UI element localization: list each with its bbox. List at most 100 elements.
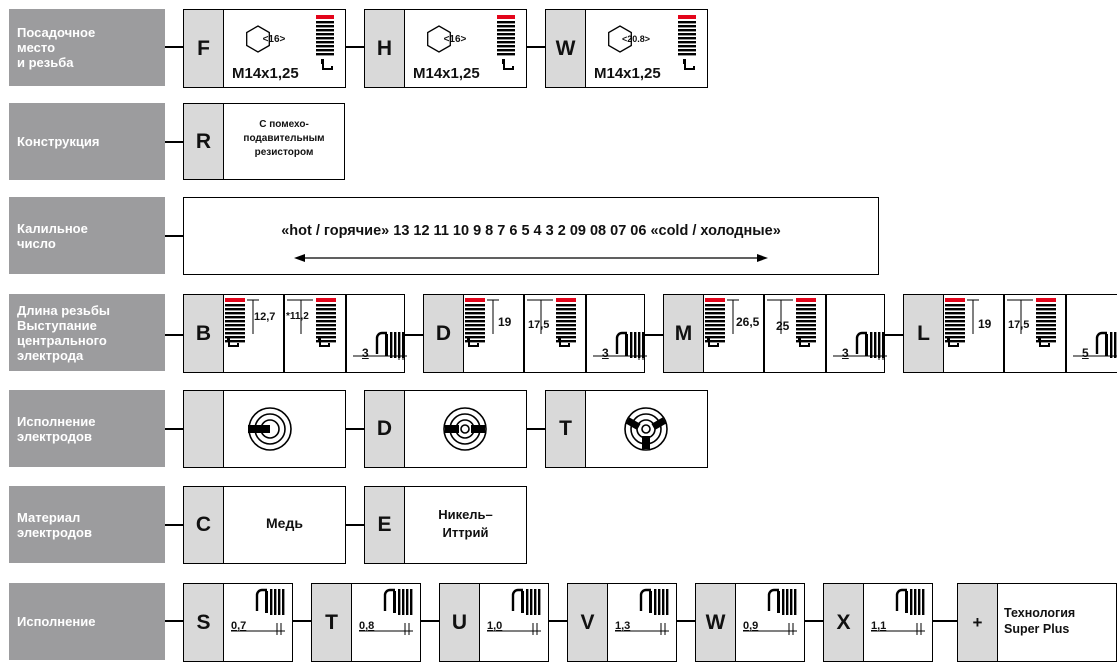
connector [805, 620, 823, 622]
thread-length: 17,5 [1008, 319, 1030, 331]
connector [933, 620, 957, 622]
heat-range-box: «hot / горячие» 13 12 11 10 9 8 7 6 5 4 … [183, 197, 879, 275]
hex-nut-icon [608, 25, 632, 53]
projection-value: 3 [842, 346, 849, 360]
gap-value: 0,7 [231, 620, 247, 632]
double-ground-electrode-icon [445, 425, 459, 433]
thread-red-ring-icon [705, 298, 725, 302]
connector [165, 235, 183, 237]
row-label-design: Конструкция [9, 103, 165, 180]
connector [165, 334, 183, 336]
connector [346, 46, 364, 48]
thread-red-ring-icon [556, 298, 576, 302]
gap-value: 0,8 [359, 620, 375, 632]
code-letter: X [824, 584, 864, 661]
thread-length: 17,5 [528, 319, 550, 331]
row-label-heat: Калильное число [9, 197, 165, 274]
material-option-E: E Никель– Иттрий [364, 486, 527, 564]
thread-red-ring-icon [316, 15, 334, 19]
connector [527, 46, 545, 48]
triple-ground-electrode-icon [625, 417, 641, 430]
gap-electrode-icon [383, 588, 395, 611]
gap-electrode-icon [855, 331, 867, 354]
row-label-material: Материал электродов [9, 486, 165, 563]
gap-electrode-icon [895, 588, 907, 611]
thread-size: M14x1,25 [413, 65, 480, 82]
code-letter: L [904, 295, 944, 372]
ground-electrode-icon [322, 61, 333, 70]
thread-size: M14x1,25 [594, 65, 661, 82]
code-letter: F [184, 10, 224, 87]
electrode-option-D: D [364, 390, 527, 468]
thread-length: 19 [498, 315, 512, 329]
connector [549, 620, 567, 622]
hex-size: <16> [443, 34, 467, 45]
ground-electrode-icon [799, 338, 810, 347]
code-letter: W [546, 10, 586, 87]
material-option-C: C Медь [183, 486, 346, 564]
design-option-R: R С помехо- подавительным резистором [183, 103, 345, 180]
thread-length: 12,7 [254, 311, 276, 323]
thread-length: 19 [978, 317, 992, 331]
connector [165, 141, 183, 143]
gap-electrode-icon [767, 588, 779, 611]
material-text: Медь [266, 515, 303, 531]
thread-red-ring-icon [796, 298, 816, 302]
ground-electrode-icon [503, 61, 514, 70]
code-letter: D [365, 391, 405, 467]
connector [165, 620, 183, 622]
electrode-option-single [183, 390, 346, 468]
connector [421, 620, 439, 622]
code-letter: T [546, 391, 586, 467]
code-letter: V [568, 584, 608, 661]
code-letter: D [424, 295, 464, 372]
ground-electrode-icon [684, 61, 695, 70]
code-letter: U [440, 584, 480, 661]
single-ground-electrode-icon [248, 425, 270, 433]
code-letter: C [184, 487, 224, 563]
electrode-option-T: T [545, 390, 708, 468]
thread-size: M14x1,25 [232, 65, 299, 82]
code-letter: W [696, 584, 736, 661]
hex-size: <16> [262, 34, 286, 45]
projection-value: 3 [602, 346, 609, 360]
gap-electrode-icon [375, 331, 387, 354]
super-plus-text: Технология Super Plus [1004, 606, 1076, 636]
row-label-execution: Исполнение [9, 583, 165, 660]
heat-range-text: «hot / горячие» 13 12 11 10 9 8 7 6 5 4 … [281, 223, 781, 239]
gap-electrode-icon [615, 331, 627, 354]
ground-electrode-icon [1039, 338, 1050, 347]
row-label-electrodes: Исполнение электродов [9, 390, 165, 467]
connector [885, 334, 903, 336]
ground-electrode-icon [228, 338, 239, 347]
ground-electrode-icon [319, 338, 330, 347]
connector [165, 524, 183, 526]
code-letter [184, 391, 224, 467]
connector [405, 334, 423, 336]
gap-electrode-icon [511, 588, 523, 611]
hex-size: <20.8> [621, 34, 651, 44]
connector [677, 620, 695, 622]
gap-value: 1,3 [615, 620, 631, 632]
projection-value: 3 [362, 346, 369, 360]
thread-length: *11,2 [286, 311, 309, 322]
code-letter: E [365, 487, 405, 563]
gap-value: 1,0 [487, 620, 503, 632]
gap-electrode-icon [255, 588, 267, 611]
thread-red-ring-icon [316, 298, 336, 302]
connector [165, 428, 183, 430]
thread-red-ring-icon [497, 15, 515, 19]
seat-option-H: H <16> M14x1,25 [364, 9, 527, 88]
hex-nut-icon [427, 25, 451, 53]
connector [346, 524, 364, 526]
code-letter: M [664, 295, 704, 372]
thread-red-ring-icon [678, 15, 696, 19]
gap-value: 0,9 [743, 620, 759, 632]
gap-electrode-icon [639, 588, 651, 611]
connector [165, 46, 183, 48]
code-letter: T [312, 584, 352, 661]
projection-value: 5 [1082, 346, 1089, 360]
connector [346, 428, 364, 430]
